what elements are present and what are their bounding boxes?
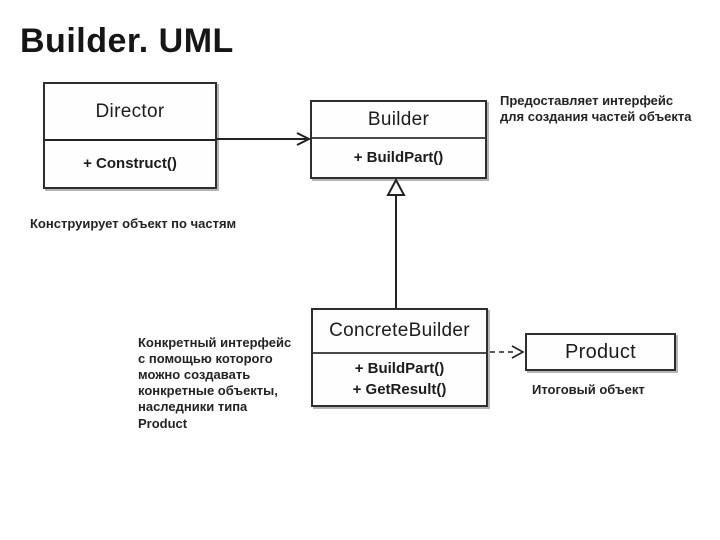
- note-concretebuilder-role: Конкретный интерфейс с помощью которого …: [138, 335, 292, 431]
- association-arrow-director-builder: [216, 132, 312, 146]
- note-director-role: Конструирует объект по частям: [30, 216, 237, 231]
- dependency-arrow-concretebuilder-product: [490, 345, 525, 359]
- class-name-builder: Builder: [367, 108, 430, 130]
- class-method-buildpart: + BuildPart(): [353, 148, 444, 166]
- inheritance-connector-concretebuilder-builder: [386, 177, 406, 308]
- class-box-builder: Builder + BuildPart(): [310, 100, 487, 179]
- class-name-product: Product: [564, 340, 637, 363]
- class-name-concretebuilder: ConcreteBuilder: [329, 320, 470, 341]
- class-method-buildpart-2: + BuildPart(): [354, 360, 445, 378]
- class-box-concretebuilder: ConcreteBuilder + BuildPart() + GetResul…: [311, 308, 488, 407]
- note-builder-interface: Предоставляет интерфейс для создания час…: [500, 93, 692, 124]
- class-name-director: Director: [95, 100, 165, 122]
- class-method-construct: + Construct(): [83, 154, 177, 172]
- class-box-product: Product: [525, 333, 676, 371]
- class-method-getresult: + GetResult(): [352, 380, 447, 398]
- class-box-director: Director + Construct(): [43, 82, 217, 189]
- slide-title: Builder. UML: [20, 22, 234, 60]
- note-product-result: Итоговый объект: [532, 382, 645, 397]
